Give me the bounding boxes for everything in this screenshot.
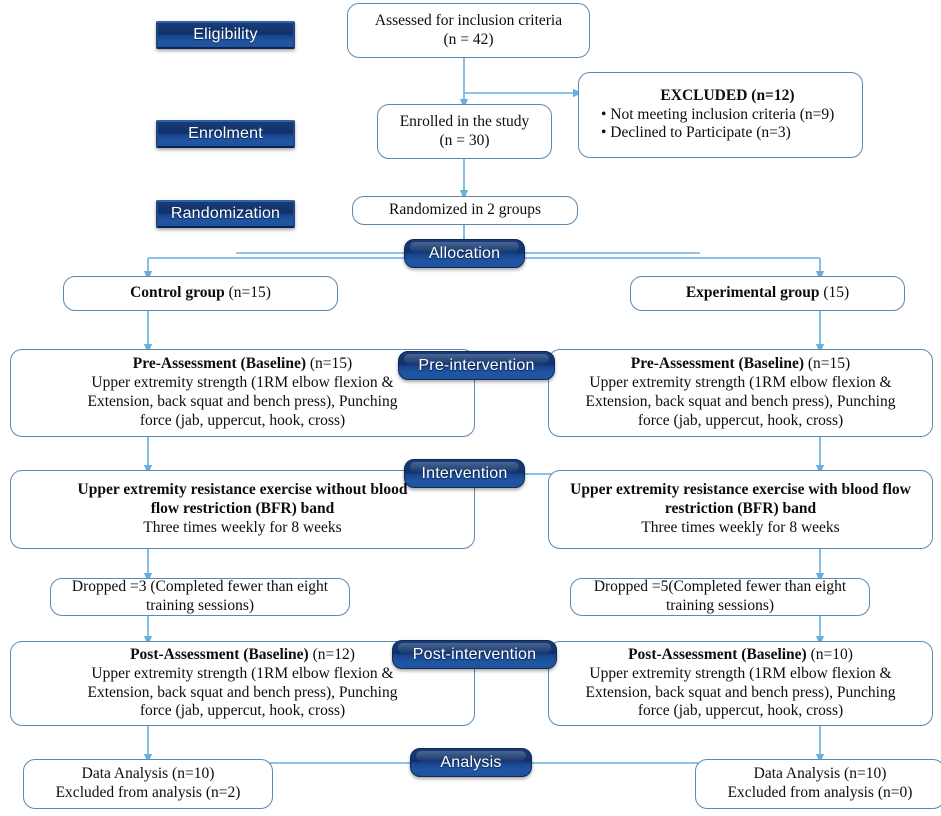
experimental-post-heading-bold: Post-Assessment (Baseline) xyxy=(628,645,807,663)
experimental-intervention-line-1: Upper extremity resistance exercise with… xyxy=(570,481,911,499)
control-pre-line-1: Upper extremity strength (1RM elbow flex… xyxy=(91,374,394,392)
badge-analysis[interactable]: Analysis xyxy=(410,748,532,777)
badge-analysis-label: Analysis xyxy=(440,753,502,771)
experimental-intervention-line-3: Three times weekly for 8 weeks xyxy=(641,518,840,536)
experimental-pre-line-3: force (jab, uppercut, hook, cross) xyxy=(637,411,844,429)
node-experimental-dropped[interactable]: Dropped =5(Completed fewer than eight tr… xyxy=(570,578,870,616)
node-experimental-post-assessment[interactable]: Post-Assessment (Baseline) (n=10) Upper … xyxy=(548,641,933,726)
assessed-line-2: (n = 42) xyxy=(443,30,494,48)
excluded-item-2: • Declined to Participate (n=3) xyxy=(601,124,791,142)
control-group-rest: (n=15) xyxy=(224,284,271,302)
control-post-heading: Post-Assessment (Baseline) (n=12) xyxy=(130,646,355,665)
node-experimental-pre-assessment[interactable]: Pre-Assessment (Baseline) (n=15) Upper e… xyxy=(548,349,933,437)
badge-post-intervention-label: Post-intervention xyxy=(412,645,537,663)
badge-eligibility-label: Eligibility xyxy=(193,26,258,43)
node-excluded[interactable]: EXCLUDED (n=12) • Not meeting inclusion … xyxy=(578,72,863,158)
badge-intervention-label: Intervention xyxy=(421,464,508,482)
node-control-data-analysis[interactable]: Data Analysis (n=10) Excluded from analy… xyxy=(23,759,273,809)
control-pre-line-3: force (jab, uppercut, hook, cross) xyxy=(139,411,346,429)
experimental-post-heading: Post-Assessment (Baseline) (n=10) xyxy=(628,646,853,665)
node-randomized[interactable]: Randomized in 2 groups xyxy=(352,196,578,225)
enrolled-line-1: Enrolled in the study xyxy=(399,112,530,130)
experimental-intervention-line-2: restriction (BFR) band xyxy=(664,500,817,518)
badge-randomization[interactable]: Randomization xyxy=(156,200,295,228)
node-experimental-group[interactable]: Experimental group (15) xyxy=(630,276,905,311)
experimental-pre-heading: Pre-Assessment (Baseline) (n=15) xyxy=(631,355,850,374)
node-assessed-for-inclusion[interactable]: Assessed for inclusion criteria (n = 42) xyxy=(347,3,590,58)
experimental-group-bold: Experimental group xyxy=(685,284,820,302)
badge-allocation-label: Allocation xyxy=(428,244,501,262)
badge-post-intervention[interactable]: Post-intervention xyxy=(392,640,557,669)
control-intervention-line-1: Upper extremity resistance exercise with… xyxy=(77,481,408,499)
control-pre-heading-bold: Pre-Assessment (Baseline) xyxy=(132,355,306,373)
node-control-dropped[interactable]: Dropped =3 (Completed fewer than eight t… xyxy=(50,578,350,616)
control-post-line-2: Extension, back squat and bench press), … xyxy=(87,683,398,701)
control-analysis-line-1: Data Analysis (n=10) xyxy=(81,765,215,783)
control-post-line-1: Upper extremity strength (1RM elbow flex… xyxy=(91,664,394,682)
node-control-group[interactable]: Control group (n=15) xyxy=(63,276,338,311)
badge-pre-intervention[interactable]: Pre-intervention xyxy=(398,351,555,380)
experimental-pre-line-2: Extension, back squat and bench press), … xyxy=(585,393,896,410)
control-post-line-3: force (jab, uppercut, hook, cross) xyxy=(139,702,346,720)
randomized-line-1: Randomized in 2 groups xyxy=(389,201,541,219)
control-pre-line-2: Extension, back squat and bench press), … xyxy=(87,393,398,410)
badge-pre-intervention-label: Pre-intervention xyxy=(418,356,535,374)
excluded-heading: EXCLUDED (n=12) xyxy=(660,86,795,104)
experimental-post-line-1: Upper extremity strength (1RM elbow flex… xyxy=(589,664,892,682)
experimental-post-line-3: force (jab, uppercut, hook, cross) xyxy=(637,702,844,720)
node-control-pre-assessment[interactable]: Pre-Assessment (Baseline) (n=15) Upper e… xyxy=(10,349,475,437)
badge-allocation[interactable]: Allocation xyxy=(404,239,525,268)
control-intervention-line-2: flow restriction (BFR) band xyxy=(150,500,335,518)
control-post-heading-bold: Post-Assessment (Baseline) xyxy=(130,645,309,663)
node-enrolled-in-study[interactable]: Enrolled in the study (n = 30) xyxy=(377,104,552,159)
assessed-line-1: Assessed for inclusion criteria xyxy=(374,11,563,29)
badge-intervention[interactable]: Intervention xyxy=(404,459,525,488)
badge-eligibility[interactable]: Eligibility xyxy=(156,21,295,49)
experimental-post-line-2: Extension, back squat and bench press), … xyxy=(585,683,896,701)
control-post-heading-rest: (n=12) xyxy=(308,645,355,663)
experimental-analysis-line-2: Excluded from analysis (n=0) xyxy=(727,784,913,801)
node-experimental-data-analysis[interactable]: Data Analysis (n=10) Excluded from analy… xyxy=(695,759,941,809)
experimental-analysis-line-1: Data Analysis (n=10) xyxy=(753,765,887,783)
experimental-group-label: Experimental group (15) xyxy=(686,284,849,303)
experimental-post-heading-rest: (n=10) xyxy=(806,645,853,663)
control-analysis-line-2: Excluded from analysis (n=2) xyxy=(55,784,241,801)
experimental-pre-line-1: Upper extremity strength (1RM elbow flex… xyxy=(589,374,892,392)
experimental-pre-heading-bold: Pre-Assessment (Baseline) xyxy=(630,355,804,373)
experimental-group-rest: (15) xyxy=(819,284,850,302)
node-experimental-intervention[interactable]: Upper extremity resistance exercise with… xyxy=(548,470,933,549)
badge-randomization-label: Randomization xyxy=(170,205,281,222)
experimental-dropped-line-2: training sessions) xyxy=(665,597,775,614)
node-control-intervention[interactable]: Upper extremity resistance exercise with… xyxy=(10,470,475,549)
control-intervention-line-3: Three times weekly for 8 weeks xyxy=(143,518,342,536)
control-group-label: Control group (n=15) xyxy=(130,284,271,303)
experimental-dropped-line-1: Dropped =5(Completed fewer than eight xyxy=(593,578,847,596)
control-dropped-line-1: Dropped =3 (Completed fewer than eight xyxy=(71,578,329,596)
enrolled-line-2: (n = 30) xyxy=(439,131,490,149)
badge-enrolment[interactable]: Enrolment xyxy=(156,120,295,148)
excluded-item-1: • Not meeting inclusion criteria (n=9) xyxy=(601,105,835,123)
control-pre-heading: Pre-Assessment (Baseline) (n=15) xyxy=(133,355,352,374)
experimental-pre-heading-rest: (n=15) xyxy=(804,355,851,373)
control-group-bold: Control group xyxy=(130,284,225,302)
control-pre-heading-rest: (n=15) xyxy=(306,355,353,373)
control-dropped-line-2: training sessions) xyxy=(145,597,255,614)
badge-enrolment-label: Enrolment xyxy=(188,125,263,142)
